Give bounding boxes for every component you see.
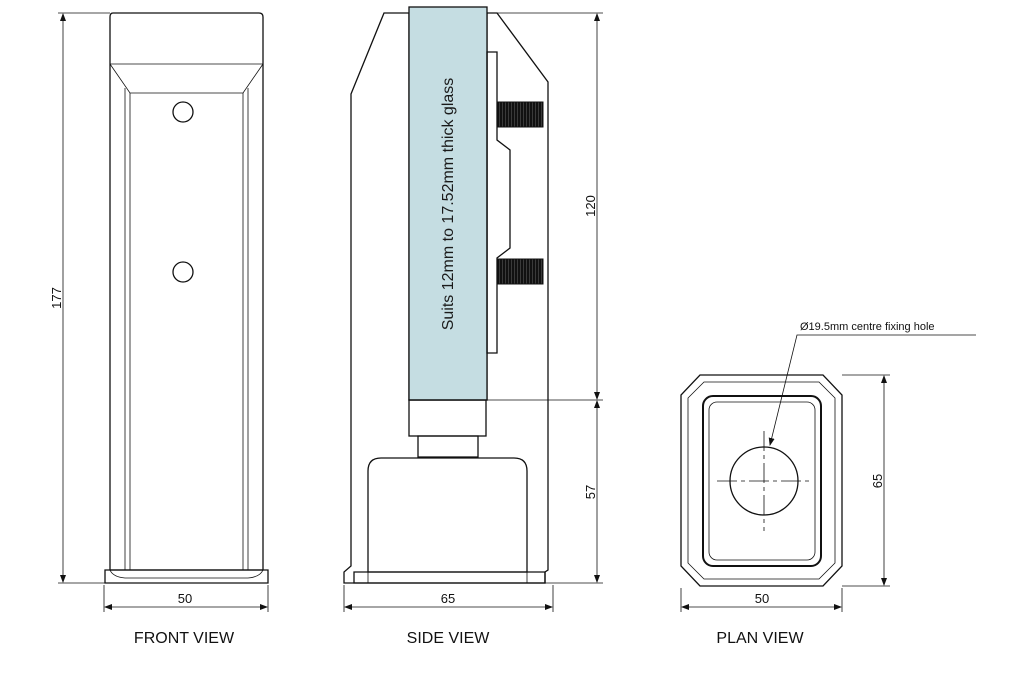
side-upper-label: 120 <box>583 195 598 217</box>
plan-width-label: 50 <box>755 591 769 606</box>
plan-height-label: 65 <box>870 474 885 488</box>
front-width-label: 50 <box>178 591 192 606</box>
grub-screw-bottom <box>496 258 544 285</box>
side-view-caption: SIDE VIEW <box>407 630 491 647</box>
front-height-label: 177 <box>49 287 64 309</box>
fixing-hole-bottom <box>172 261 194 283</box>
glass-note: Suits 12mm to 17.52mm thick glass <box>440 78 457 331</box>
front-view-caption: FRONT VIEW <box>134 630 235 647</box>
side-width-label: 65 <box>441 591 455 606</box>
side-view: Suits 12mm to 17.52mm thick glass 120 57… <box>343 6 603 647</box>
plan-view-caption: PLAN VIEW <box>716 630 804 647</box>
grub-screw-top <box>496 101 544 128</box>
hole-note: Ø19.5mm centre fixing hole <box>800 321 935 333</box>
fixing-hole-top <box>172 101 194 123</box>
front-view: 177 50 FRONT VIEW <box>49 12 269 647</box>
plan-view: Ø19.5mm centre fixing hole 65 50 PLAN VI… <box>680 321 976 647</box>
side-lower-label: 57 <box>583 485 598 499</box>
